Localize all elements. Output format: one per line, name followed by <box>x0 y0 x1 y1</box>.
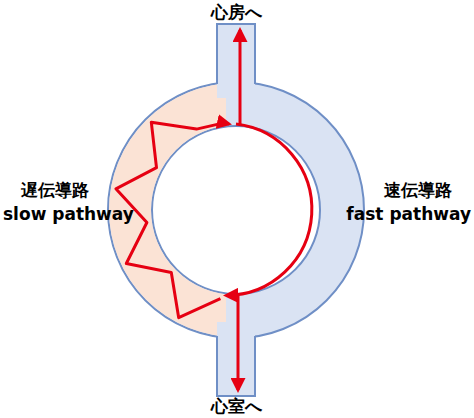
atrial-arrow <box>239 30 242 124</box>
ring <box>108 82 364 338</box>
ventricle-label: 心室へ <box>211 396 262 416</box>
tube-outline <box>217 24 255 396</box>
atrium-label: 心房へ <box>211 2 262 22</box>
ventricular-arrow <box>237 294 240 390</box>
fast-pathway-label: 速伝導路 <box>384 180 452 200</box>
ventricular-tube <box>217 322 255 396</box>
fast-pathway-label: fast pathway <box>346 204 471 224</box>
slow-pathway-label: slow pathway <box>3 204 134 224</box>
atrial-tube <box>217 24 255 98</box>
fast-path-arrow <box>226 124 312 295</box>
slow-pathway-label: 遅伝導路 <box>21 180 89 200</box>
